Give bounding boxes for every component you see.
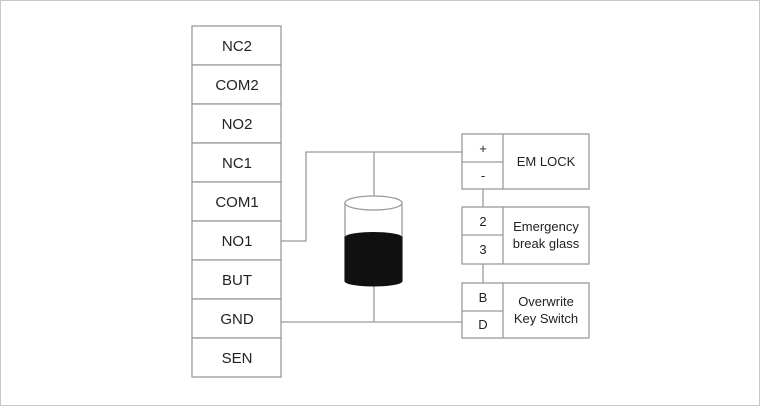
key-switch-pin-b: B (479, 290, 488, 305)
capacitor (344, 195, 403, 287)
key-switch-pin-d: D (478, 317, 487, 332)
break-glass-label-line1: Emergency (513, 219, 579, 234)
terminal-no2 (191, 103, 282, 144)
terminal-com1 (191, 181, 282, 222)
terminal-label-sen: SEN (222, 350, 253, 367)
terminal-label-but: BUT (222, 272, 252, 289)
terminal-label-com2: COM2 (215, 77, 258, 94)
key-switch (461, 282, 590, 339)
em-lock-label: EM LOCK (517, 154, 576, 169)
key-switch-label-line1: Overwrite (518, 294, 574, 309)
break-glass-pin-3: 3 (479, 242, 486, 257)
break-glass-pin-2: 2 (479, 214, 486, 229)
terminal-but (191, 259, 282, 300)
wire-no1-to-em-lock (281, 151, 462, 242)
em-lock (461, 133, 590, 190)
terminal-label-com1: COM1 (215, 194, 258, 211)
terminal-label-no2: NO2 (222, 116, 253, 133)
break-glass-label-line2: break glass (513, 236, 580, 251)
em-lock-pin-minus: - (481, 168, 485, 183)
break-glass (461, 206, 590, 265)
terminal-sen (191, 337, 282, 378)
terminal-label-gnd: GND (220, 311, 254, 328)
terminal-label-nc2: NC2 (222, 38, 252, 55)
terminal-labels: NC2 COM2 NO2 NC1 COM1 NO1 BUT GND SEN (215, 38, 258, 367)
terminal-nc2 (191, 25, 282, 66)
em-lock-pin-plus: + (479, 141, 487, 156)
terminal-block (191, 25, 282, 378)
key-switch-label-line2: Key Switch (514, 311, 578, 326)
terminal-label-nc1: NC1 (222, 155, 252, 172)
terminal-label-no1: NO1 (222, 233, 253, 250)
wires (281, 151, 484, 323)
